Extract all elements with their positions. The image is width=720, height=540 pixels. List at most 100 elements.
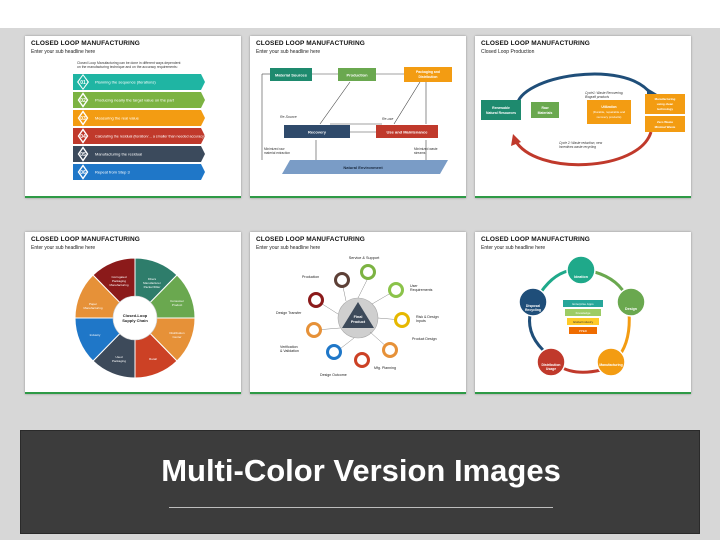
slide-heading: Closed Loop Production xyxy=(481,49,535,55)
slide-thumbnail-1[interactable]: CLOSED LOOP MANUFACTURING Enter your sub… xyxy=(25,36,241,198)
slide-title: CLOSED LOOP MANUFACTURING xyxy=(481,40,590,47)
step-number: 06 xyxy=(80,170,86,176)
label-mfg-planning: Mfg. Planning xyxy=(374,366,396,370)
svg-text:Manufacturing: Manufacturing xyxy=(655,97,676,101)
slide-title: CLOSED LOOP MANUFACTURING xyxy=(256,40,365,47)
icon-service-support xyxy=(360,264,376,280)
icon-user-requirements xyxy=(388,282,404,298)
box-utilization: Utilization (Durable, repairable and rec… xyxy=(587,100,631,124)
icon-product-design xyxy=(382,342,398,358)
svg-text:Natural Environment: Natural Environment xyxy=(343,165,383,170)
box-production: Production xyxy=(338,68,376,81)
label-product-design: Product Design xyxy=(412,337,437,341)
icon-mfg-planning xyxy=(354,352,370,368)
svg-text:Natural Resources: Natural Resources xyxy=(486,111,516,115)
svg-text:Incentives waste recycling: Incentives waste recycling xyxy=(559,145,596,149)
icon-design-outcome xyxy=(326,344,342,360)
title-banner: Multi-Color Version Images xyxy=(20,430,700,534)
slide-subtitle: Enter your sub headline here xyxy=(31,49,96,55)
footer-accent-bar xyxy=(250,392,466,394)
svg-text:using clean: using clean xyxy=(657,102,674,106)
svg-text:Biograft products: Biograft products xyxy=(585,95,610,99)
slide-subtitle: Enter your sub headline here xyxy=(31,245,96,251)
svg-text:(Durable, repairable and: (Durable, repairable and xyxy=(593,110,626,114)
slide-subtitle: Enter your sub headline here xyxy=(256,49,321,55)
svg-text:Material Sources: Material Sources xyxy=(275,73,308,78)
slide-thumbnail-5[interactable]: CLOSED LOOP MANUFACTURING Enter your sub… xyxy=(250,232,466,394)
step-row-4: 04 Calculating the residual (iteration/…… xyxy=(73,128,205,144)
supply-chain-ring xyxy=(74,257,196,379)
box-natural-environment: Natural Environment xyxy=(282,160,448,174)
banner-divider xyxy=(169,507,553,508)
icon-risk-design xyxy=(394,312,410,328)
box-manufacturing-clean: Manufacturing using clean technology xyxy=(645,94,685,114)
footer-accent-bar xyxy=(25,392,241,394)
svg-text:Center: Center xyxy=(172,335,181,339)
svg-text:Recovery: Recovery xyxy=(308,130,327,135)
box-zero-waste: Zero Waste Minimal Waste xyxy=(645,116,685,132)
slide-title: CLOSED LOOP MANUFACTURING xyxy=(31,40,140,47)
svg-text:Zero Waste: Zero Waste xyxy=(657,120,673,124)
svg-text:Global Industry: Global Industry xyxy=(573,320,594,324)
segment-label: Used xyxy=(115,355,122,359)
svg-text:Usage: Usage xyxy=(546,367,556,371)
box-recovery: Recovery xyxy=(284,125,350,138)
label-service-support: Service & Support xyxy=(349,256,381,260)
segment-label: Distribution xyxy=(169,331,184,335)
slide-subtitle: Enter your sub headline here xyxy=(481,245,546,251)
step-row-6: 06 Repeat from Step 3 xyxy=(73,164,205,180)
segment-label: Fibers xyxy=(148,277,157,281)
svg-text:material extraction: material extraction xyxy=(264,151,290,155)
label-design-outcome: Design Outcome xyxy=(320,373,347,377)
box-use-maintenance: Use and Maintenance xyxy=(376,125,438,138)
svg-text:Distribution: Distribution xyxy=(541,363,560,367)
label-design-transfer: Design Transfer xyxy=(276,311,302,315)
intro-line-1: Closed Loop Manufacturing can be done in… xyxy=(77,61,180,65)
top-bar xyxy=(0,0,720,28)
slide-thumbnail-6[interactable]: CLOSED LOOP MANUFACTURING Enter your sub… xyxy=(475,232,691,394)
label-reuse: Re-use xyxy=(382,117,393,121)
node-design: Design xyxy=(616,287,646,317)
svg-text:streams: streams xyxy=(414,151,426,155)
layer-stack: Enterprise Apps Knowledge Global Industr… xyxy=(563,300,603,334)
segment-label: Industry xyxy=(90,333,101,337)
segment-label: Corrugated xyxy=(111,275,126,279)
svg-text:Materials: Materials xyxy=(538,111,553,115)
svg-text:PPED: PPED xyxy=(579,329,588,333)
box-raw-materials: Raw Materials xyxy=(531,102,559,118)
svg-text:Utilization: Utilization xyxy=(601,105,616,109)
slide-title: CLOSED LOOP MANUFACTURING xyxy=(481,236,590,243)
box-material-sources: Material Sources xyxy=(270,68,312,81)
center-label: Closed-Loop xyxy=(123,313,148,318)
icon-verification xyxy=(306,322,322,338)
step-number: 02 xyxy=(80,98,86,104)
step-row-1: 01 Planning the sequence (iterations) xyxy=(73,74,205,90)
svg-text:Packaging and: Packaging and xyxy=(416,70,440,74)
step-number: 01 xyxy=(80,80,86,86)
footer-accent-bar xyxy=(475,196,691,198)
label-minimized-waste: Minimized waste xyxy=(414,147,438,151)
slide-thumbnail-4[interactable]: CLOSED LOOP MANUFACTURING Enter your sub… xyxy=(25,232,241,394)
label-production: Production xyxy=(302,275,319,279)
slide-title: CLOSED LOOP MANUFACTURING xyxy=(256,236,365,243)
svg-text:Requirements: Requirements xyxy=(410,288,433,292)
svg-text:Inputs: Inputs xyxy=(416,319,426,323)
step-row-3: 03 Measuring the real value xyxy=(73,110,205,126)
icon-production xyxy=(334,272,350,288)
slide-thumbnail-3[interactable]: CLOSED LOOP MANUFACTURING Closed Loop Pr… xyxy=(475,36,691,198)
step-text: Manufacturing the residual xyxy=(95,152,142,157)
banner-title: Multi-Color Version Images xyxy=(161,453,561,488)
svg-text:Manufacturing: Manufacturing xyxy=(83,306,102,310)
cycle-1-label: Cycle1: Waste Recovering, xyxy=(585,91,623,95)
svg-text:Use and Maintenance: Use and Maintenance xyxy=(387,130,429,135)
svg-text:Product: Product xyxy=(351,320,366,324)
svg-text:recovery products): recovery products) xyxy=(597,115,622,119)
cycle-2-label: Cycle 2: Waste reduction, new xyxy=(559,141,603,145)
slide-thumbnail-2[interactable]: CLOSED LOOP MANUFACTURING Enter your sub… xyxy=(250,36,466,198)
step-text: Repeat from Step 3 xyxy=(95,170,130,175)
svg-text:Manufacturer: Manufacturer xyxy=(143,281,161,285)
svg-text:Ideation: Ideation xyxy=(574,275,588,279)
slide-title: CLOSED LOOP MANUFACTURING xyxy=(31,236,140,243)
footer-accent-bar xyxy=(25,196,241,198)
svg-text:technology: technology xyxy=(657,107,673,111)
